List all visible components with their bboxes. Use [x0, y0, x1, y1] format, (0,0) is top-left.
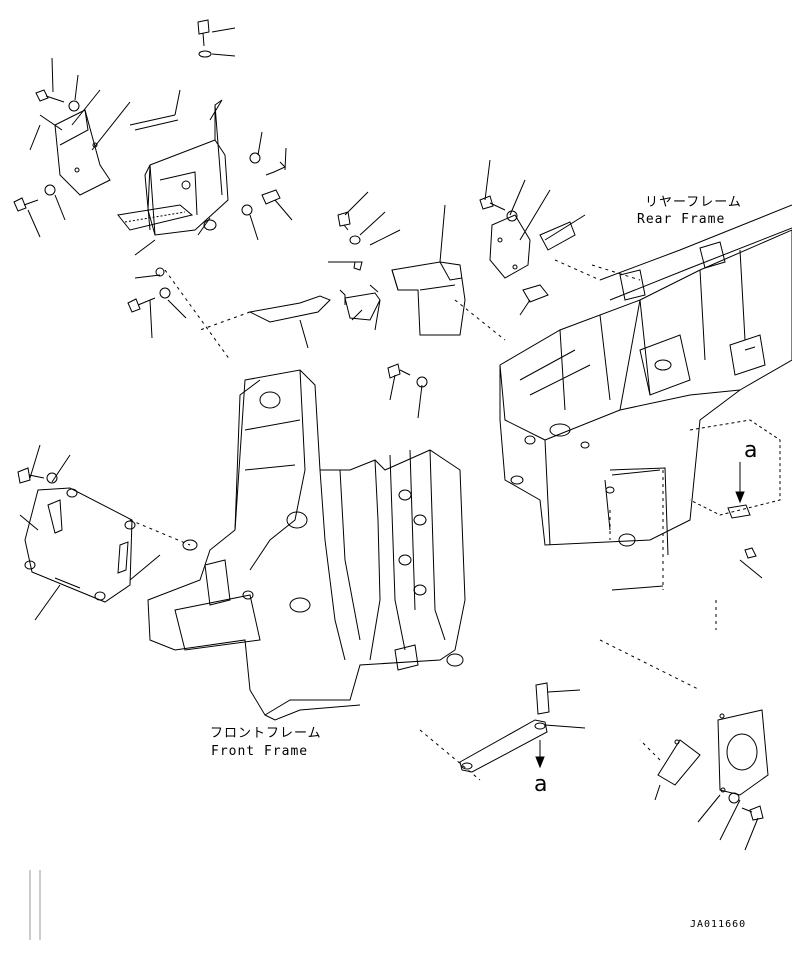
link-bar	[459, 682, 550, 773]
arrow-icon	[535, 462, 745, 769]
view-reference-upper: a	[744, 438, 758, 463]
bolts	[13, 19, 764, 821]
margin-mark	[29, 870, 41, 940]
drawing-code: JA011660	[690, 919, 747, 930]
rear-frame-label-jp: リヤーフレーム	[645, 195, 742, 210]
front-cover-plate	[24, 487, 136, 603]
leader-lines	[19, 27, 763, 851]
rear-access-plate	[657, 709, 769, 796]
center-bracket	[248, 261, 466, 336]
front-frame-label-jp: フロントフレーム	[210, 726, 322, 741]
assembly-lines	[129, 259, 717, 781]
cover-assembly-upper-left	[54, 99, 229, 236]
rear-frame	[499, 204, 792, 556]
front-frame-label-en: Front Frame	[211, 744, 309, 759]
view-reference-lower: a	[534, 772, 548, 797]
rear-cover-plate	[489, 214, 576, 303]
rear-frame-label-en: Rear Frame	[637, 212, 726, 227]
front-frame	[147, 369, 466, 721]
